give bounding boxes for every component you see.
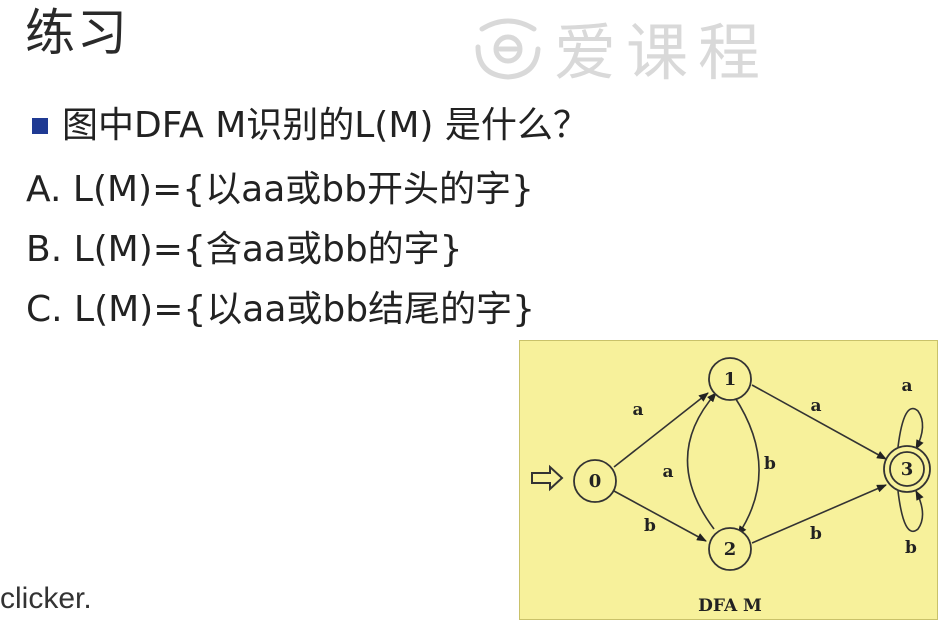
state-3-label: 3 — [901, 459, 914, 480]
option-b: B. L(M)={含aa或bb的字} — [26, 229, 463, 270]
slide-title: 练习 — [25, 4, 129, 62]
dfa-diagram-svg: 0 1 2 3 a b b a a b a b DFA M — [531, 357, 931, 616]
edge-1-2-label: b — [764, 454, 776, 474]
bullet-icon — [32, 117, 48, 134]
question-text: 图中DFA M识别的L(M) 是什么？ — [62, 105, 589, 146]
edge-3-3-a — [897, 407, 924, 450]
edge-3-3-a-label: a — [901, 376, 912, 396]
watermark-logo-icon — [475, 18, 541, 80]
state-2-node — [708, 527, 752, 571]
edge-2-3-label: b — [810, 524, 822, 544]
start-arrow-icon — [531, 464, 564, 492]
state-3-accept-ring — [889, 451, 925, 487]
edge-0-1-label: a — [632, 400, 643, 420]
edge-1-2 — [733, 395, 760, 536]
state-2-label: 2 — [724, 539, 737, 560]
edge-0-2-label: b — [644, 516, 656, 536]
edge-3-3-b-label: b — [905, 538, 917, 558]
state-1-label: 1 — [724, 369, 737, 390]
diagram-caption: DFA M — [698, 596, 762, 616]
edge-2-1 — [686, 392, 717, 530]
state-0-node — [573, 459, 617, 503]
edge-2-1-label: a — [662, 462, 673, 482]
footer-logo: clicker. — [0, 582, 92, 615]
option-a: A. L(M)={以aa或bb开头的字} — [26, 169, 534, 210]
edge-0-2 — [613, 490, 707, 542]
edge-0-1 — [613, 392, 709, 468]
edge-3-3-b — [897, 490, 924, 532]
state-1-node — [708, 357, 752, 401]
edge-2-3 — [751, 484, 887, 544]
option-c: C. L(M)={以aa或bb结尾的字} — [26, 289, 536, 330]
watermark: 爱课程 — [470, 4, 770, 90]
edge-1-3-label: a — [810, 396, 821, 416]
state-0-label: 0 — [589, 471, 602, 492]
question: 图中DFA M识别的L(M) 是什么？ — [32, 104, 589, 147]
edge-1-3 — [751, 384, 887, 460]
watermark-text: 爱课程 — [554, 16, 771, 89]
dfa-diagram: 0 1 2 3 a b b a a b a b DFA M — [519, 340, 938, 620]
